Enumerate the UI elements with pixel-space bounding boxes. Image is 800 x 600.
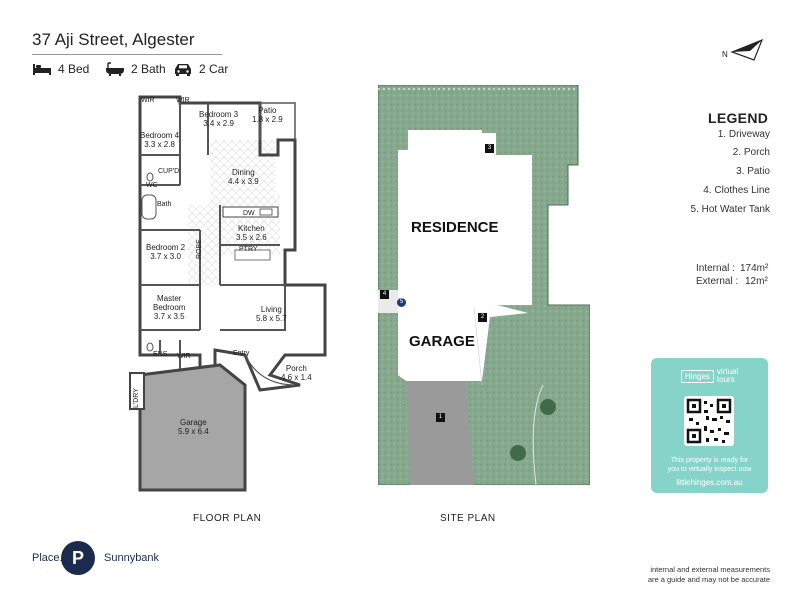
room-garage: Garage 5.9 x 6.4 <box>178 418 209 436</box>
room-bedroom3-name: Bedroom 3 <box>199 110 239 119</box>
room-living: Living 5.8 x 5.7 <box>256 305 287 323</box>
site-marker-patio: 3 <box>485 144 494 153</box>
legend-item-patio: 3. Patio <box>736 166 770 177</box>
site-plan-drawing <box>378 85 590 485</box>
bath-icon <box>106 62 124 76</box>
label-bath: Bath <box>157 201 172 208</box>
room-bedroom3: Bedroom 3 3.4 x 2.9 <box>199 110 238 128</box>
site-marker-clothes-line: 4 <box>380 290 389 299</box>
internal-area-value: 174m² <box>740 263 769 274</box>
north-label: N <box>722 50 728 59</box>
legend-item-driveway: 1. Driveway <box>717 129 770 140</box>
external-area-label: External : <box>696 276 739 287</box>
property-address: 37 Aji Street, Algester <box>32 30 195 49</box>
virtual-tour-line1: virtual <box>716 367 739 376</box>
feature-bathrooms-label: 2 Bath <box>131 62 166 76</box>
label-entry: Entry <box>233 350 250 357</box>
room-dining: Dining 4.4 x 3.9 <box>228 168 259 186</box>
virtual-tour-message-line2: you to virtually inspect now <box>667 466 752 473</box>
bed-icon <box>33 64 51 75</box>
label-laundry: L'DRY <box>133 388 140 408</box>
feature-cars-label: 2 Car <box>199 62 229 76</box>
virtual-tour-message: This property is ready for you to virtua… <box>651 456 768 474</box>
external-area-value: 12m² <box>745 276 768 287</box>
room-kitchen-size: 3.5 x 2.6 <box>236 233 267 242</box>
residence-label: RESIDENCE <box>411 219 499 236</box>
label-wir-master: WIR <box>177 353 191 360</box>
room-bedroom2-name: Bedroom 2 <box>146 243 186 252</box>
label-ensuite: ENS <box>153 351 168 358</box>
room-dining-name: Dining <box>232 168 255 177</box>
agency-logo-icon: P <box>61 541 95 575</box>
disclaimer-line1: internal and external measurements <box>650 565 770 574</box>
virtual-tour-brand: Hinges virtual tours <box>681 368 738 384</box>
agency-office: Sunnybank <box>104 552 160 564</box>
feature-cars: 2 Car <box>173 60 228 78</box>
room-bedroom3-size: 3.4 x 2.9 <box>203 119 234 128</box>
room-kitchen: Kitchen 3.5 x 2.6 <box>236 224 267 242</box>
agency-logo-letter: P <box>71 547 84 568</box>
room-living-name: Living <box>260 305 282 314</box>
virtual-tour-url[interactable]: littlehinges.com.au <box>676 478 743 487</box>
label-wir-bedroom4: WIR <box>141 97 155 104</box>
room-patio-size: 1.8 x 2.9 <box>252 115 283 124</box>
room-patio-name: Patio <box>258 106 277 115</box>
room-living-size: 5.8 x 5.7 <box>256 314 287 323</box>
feature-bedrooms: 4 Bed <box>32 60 89 78</box>
site-marker-porch: 2 <box>478 313 487 322</box>
room-bedroom4-name: Bedroom 4 <box>140 131 180 140</box>
feature-bathrooms: 2 Bath <box>105 60 166 78</box>
label-dishwasher: DW <box>243 210 255 217</box>
room-master-bedroom: Master Bedroom 3.7 x 3.5 <box>153 294 185 321</box>
room-kitchen-name: Kitchen <box>238 224 265 233</box>
virtual-tour-card[interactable]: Hinges virtual tours This property is re… <box>651 358 768 493</box>
label-robe: ROBE <box>196 239 203 259</box>
room-garage-name: Garage <box>180 418 207 427</box>
room-bedroom4: Bedroom 4 3.3 x 2.8 <box>140 131 179 149</box>
legend-title: LEGEND <box>708 110 769 126</box>
room-porch-size: 4.6 x 1.4 <box>281 373 312 382</box>
room-bedroom4-size: 3.3 x 2.8 <box>144 140 175 149</box>
disclaimer-line2: are a guide and may not be accurate <box>647 575 770 584</box>
label-wir-bedroom3: WIR <box>176 97 190 104</box>
agency-name: Place. <box>32 552 63 564</box>
car-icon <box>175 64 191 76</box>
room-master-bedroom-name: Master <box>157 294 182 303</box>
label-pantry: PTRY <box>239 246 258 253</box>
legend-item-hot-water-tank: 5. Hot Water Tank <box>690 204 770 215</box>
room-bedroom2: Bedroom 2 3.7 x 3.0 <box>146 243 185 261</box>
room-porch: Porch 4.6 x 1.4 <box>281 364 312 382</box>
site-marker-hot-water-tank: 5 <box>397 298 406 307</box>
hinges-logo: Hinges <box>681 369 714 383</box>
garage-site-label: GARAGE <box>409 333 475 350</box>
site-marker-driveway: 1 <box>436 413 445 422</box>
room-master-bedroom-name2: Bedroom <box>153 303 186 312</box>
floor-plan-drawing <box>129 95 327 492</box>
virtual-tour-message-line1: This property is ready for <box>670 457 749 464</box>
title-divider <box>32 54 222 55</box>
room-garage-size: 5.9 x 6.4 <box>178 427 209 436</box>
room-porch-name: Porch <box>285 364 307 373</box>
virtual-tour-line2: tours <box>716 375 735 384</box>
room-bedroom2-size: 3.7 x 3.0 <box>150 252 181 261</box>
internal-area-label: Internal : <box>696 263 735 274</box>
legend-item-porch: 2. Porch <box>732 147 770 158</box>
room-master-bedroom-size: 3.7 x 3.5 <box>153 312 185 321</box>
legend-item-clothes-line: 4. Clothes Line <box>703 185 770 196</box>
measurement-disclaimer: internal and external measurements are a… <box>648 565 770 585</box>
qr-code-icon <box>686 398 732 444</box>
compass-arrow-icon <box>730 38 764 61</box>
label-wc: WC <box>146 182 158 189</box>
floor-plan-heading: FLOOR PLAN <box>193 513 262 524</box>
feature-bedrooms-label: 4 Bed <box>58 62 90 76</box>
room-dining-size: 4.4 x 3.9 <box>228 177 259 186</box>
room-patio: Patio 1.8 x 2.9 <box>252 106 283 124</box>
qr-code[interactable] <box>684 396 734 446</box>
site-plan-heading: SITE PLAN <box>440 513 496 524</box>
label-cupboard: CUP'D <box>158 168 180 175</box>
